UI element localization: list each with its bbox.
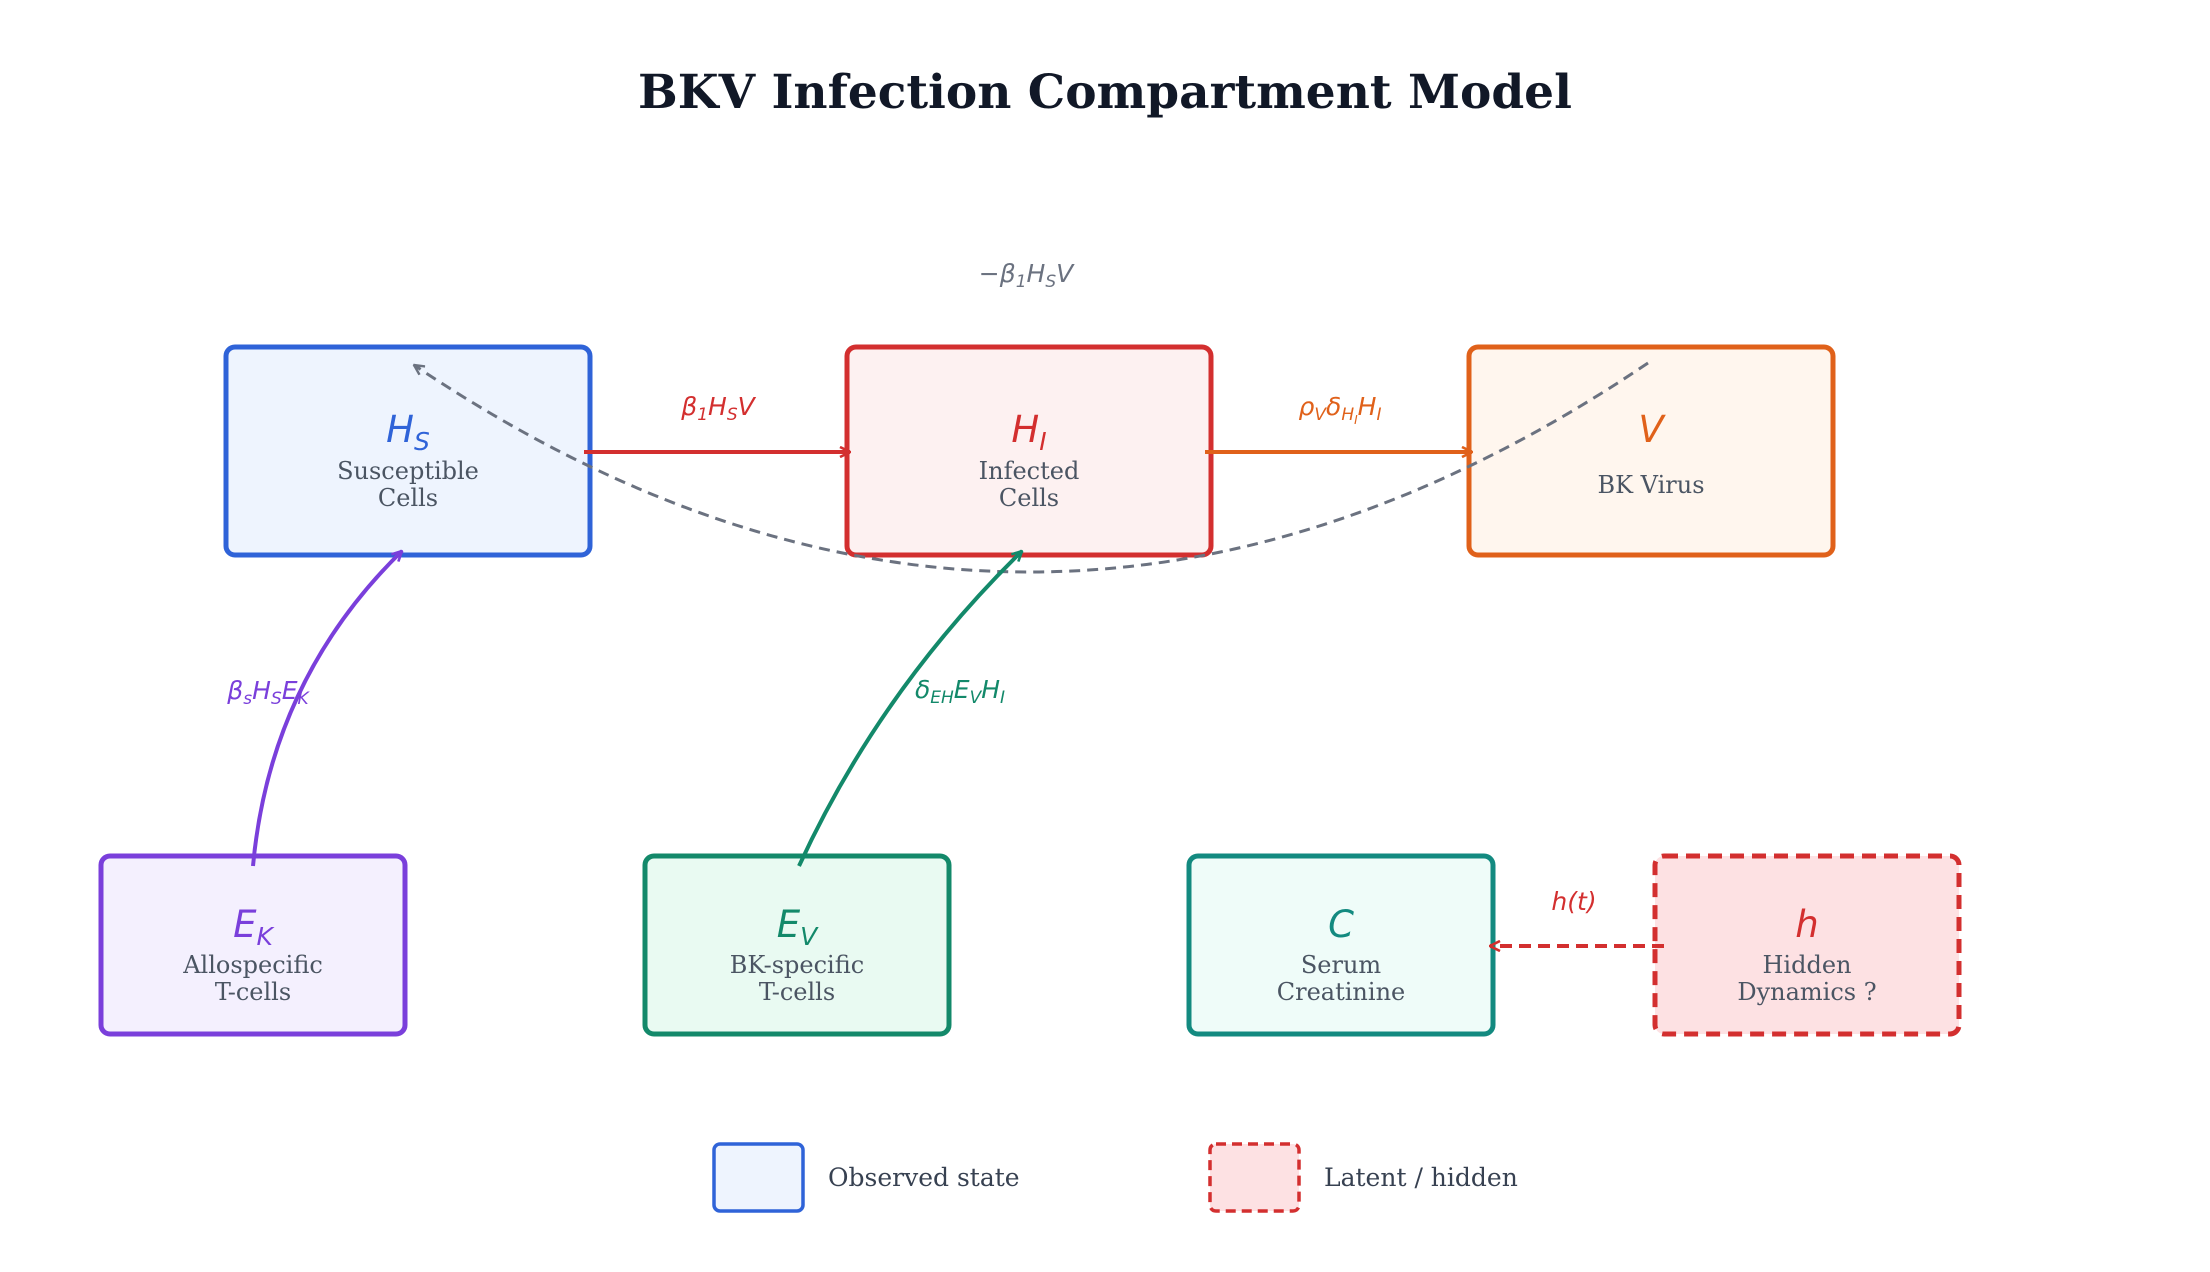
killing-rate-label: δEHEVHI	[915, 675, 1005, 708]
node-bk-virus: V BK Virus	[1466, 344, 1836, 558]
node-c-label-2: Creatinine	[1277, 978, 1405, 1006]
node-h-label-2: Dynamics ?	[1737, 978, 1876, 1006]
infection-rate-label: β1HSV	[680, 392, 756, 425]
node-ev-label-1: BK-specific	[730, 951, 864, 979]
legend-latent-label: Latent / hidden	[1324, 1163, 1518, 1192]
node-hidden-dynamics: h Hidden Dynamics ?	[1652, 853, 1962, 1037]
node-ev-label-2: T-cells	[759, 978, 835, 1006]
legend-observed-swatch	[712, 1142, 805, 1213]
node-bk-specific-tcells: EV BK-specific T-cells	[642, 853, 952, 1037]
killing-arrow	[797, 551, 1022, 867]
hidden-rate-label: h(t)	[1551, 887, 1596, 916]
node-hi-label-1: Infected	[979, 457, 1080, 485]
node-infected-cells: HI Infected Cells	[844, 344, 1214, 558]
node-ek-label-2: T-cells	[215, 978, 291, 1006]
feedback-rate-label: −β1HSV	[979, 259, 1075, 292]
node-ev-symbol: EV	[777, 903, 819, 951]
node-c-symbol: C	[1328, 903, 1354, 946]
allo-rate-label: βsHSEK	[226, 676, 310, 709]
node-v-label: BK Virus	[1597, 471, 1704, 499]
node-h-symbol: h	[1795, 903, 1818, 946]
node-ek-label-1: Allospecific	[182, 951, 323, 979]
node-hs-label-2: Cells	[378, 484, 438, 512]
node-serum-creatinine: C Serum Creatinine	[1186, 853, 1496, 1037]
node-ek-symbol: EK	[233, 903, 275, 951]
node-c-label-1: Serum	[1301, 951, 1382, 979]
legend-observed-label: Observed state	[828, 1163, 1020, 1192]
node-hi-label-2: Cells	[999, 484, 1059, 512]
node-v-symbol: V	[1638, 408, 1666, 451]
legend: Observed state Latent / hidden	[712, 1142, 1518, 1213]
allo-arrow	[251, 551, 402, 867]
node-allospecific-tcells: EK Allospecific T-cells	[98, 853, 408, 1037]
node-hi-symbol: HI	[1011, 408, 1046, 456]
node-hs-symbol: HS	[386, 408, 430, 456]
node-susceptible-cells: HS Susceptible Cells	[223, 344, 593, 558]
node-hs-label-1: Susceptible	[337, 457, 479, 485]
node-h-label-1: Hidden	[1763, 951, 1852, 979]
production-rate-label: ρVδHIHI	[1299, 392, 1382, 427]
diagram-title: BKV Infection Compartment Model	[638, 65, 1572, 120]
legend-latent-swatch	[1208, 1142, 1301, 1213]
